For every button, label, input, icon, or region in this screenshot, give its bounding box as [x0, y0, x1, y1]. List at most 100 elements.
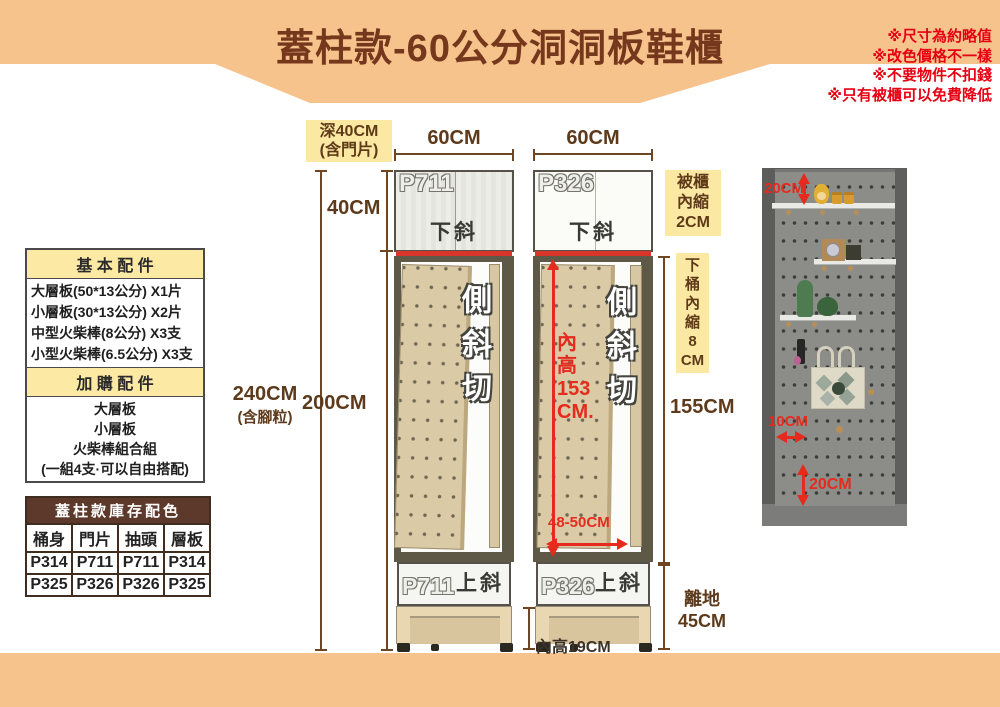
color-table-row-1: P314 P711 P711 P314 [27, 551, 209, 573]
section-dim-tick [380, 250, 393, 252]
shelf-peg [786, 322, 791, 327]
right-drawer-slant-label: 上斜 [595, 572, 643, 595]
left-drawer-color-code: P711 [402, 573, 455, 599]
left-side-cut-label: 側斜切 [457, 284, 490, 416]
product-photo: 20CM 10CM 20CM [762, 168, 907, 526]
cell: P325 [163, 575, 209, 595]
clock-face [826, 243, 840, 257]
depth-line-2: (含門片) [319, 142, 379, 159]
cabinet-foot [500, 643, 513, 652]
right-drawer-color-code: P326 [541, 573, 595, 599]
hanging-peg [868, 389, 874, 395]
color-table-row-2: P325 P326 P326 P325 [27, 573, 209, 595]
basic-item-1: 大層板(50*13公分) X1片 [31, 283, 182, 299]
section-height-dim-line [381, 170, 393, 651]
cell: P711 [71, 553, 117, 573]
back-inset-line-2: 內縮 [676, 194, 709, 211]
addon-accessories-list: 大層板 小層板 火柴棒組合組 (一組4支·可以自由搭配) [27, 397, 203, 481]
accessories-box: 基 本 配 件 大層板(50*13公分) X1片 小層板(30*13公分) X2… [25, 248, 205, 483]
left-cabinet-base [396, 606, 512, 644]
bottom-inner-height-label: 內高19CM [536, 639, 611, 656]
addon-item-1: 大層板 [94, 401, 136, 417]
left-base-recess [410, 616, 500, 644]
cabinet-foot [431, 644, 439, 651]
bottom-inset-char: 桶 [684, 276, 700, 293]
bottom-inset-char: CM [680, 352, 705, 369]
mid-right-dim: 155CM [670, 396, 735, 418]
left-width-dim-line [394, 149, 514, 161]
cabinet-foot [570, 644, 578, 651]
basic-item-4: 小型火柴棒(6.5公分) X3支 [31, 346, 193, 362]
cell: P325 [30, 576, 68, 593]
header-band [0, 0, 1000, 64]
pooh-figurine [814, 184, 829, 204]
bottom-inset-char: 內 [684, 295, 700, 312]
left-drawer-slant-label: 上斜 [456, 572, 504, 595]
bottom-inset-label: 下 桶 內 縮 8 CM [676, 253, 709, 373]
pegboard-shelf [772, 203, 895, 209]
cabinet-foot [397, 643, 410, 652]
clock-cube [822, 239, 845, 261]
ground-clearance-line-1: 離地 [684, 589, 720, 609]
total-height-value: 240CM [232, 383, 298, 405]
left-width-dim: 60CM [427, 127, 481, 149]
inner-height-char-2: 高 [557, 355, 577, 377]
shelf-peg [820, 210, 825, 215]
col-body: 桶身 [32, 532, 65, 549]
cactus-round [817, 297, 838, 316]
photo-right-wall [895, 168, 907, 526]
col-shelf: 層板 [163, 525, 209, 551]
note-line-4: ※只有被櫃可以免費降低 [827, 86, 992, 104]
ground-clearance-label: 離地 45CM [672, 588, 732, 632]
left-side-panel [489, 264, 500, 548]
inner-height-label: 內 高 153 CM. [557, 332, 594, 424]
right-cabinet-top-doors: P326 下斜 [533, 170, 653, 252]
photo-top-gap-arrow [798, 173, 810, 205]
mid-height-dim: 200CM [302, 392, 367, 414]
bag-handle [817, 346, 834, 370]
bottom-inner-height-line [523, 607, 535, 650]
honey-pot [832, 192, 842, 204]
inner-width-label: 48-50CM [548, 514, 610, 531]
basic-item-3: 中型火柴棒(8公分) X3支 [31, 325, 182, 341]
depth-line-1: 深40CM [319, 123, 379, 140]
note-line-2: ※改色價格不一樣 [872, 47, 992, 65]
addon-accessories-header: 加 購 配 件 [27, 367, 203, 397]
left-red-seal-strip [396, 251, 512, 256]
inner-height-char-1: 內 [557, 332, 577, 354]
back-inset-label: 被櫃 內縮 2CM [665, 170, 721, 236]
bottom-inset-char: 8 [688, 333, 697, 350]
inner-height-unit: CM. [557, 401, 594, 423]
cabinet-foot [536, 643, 549, 652]
top-height-dim: 40CM [327, 197, 381, 219]
col-door: 門片 [71, 525, 117, 551]
photo-top-gap-label: 20CM [764, 180, 805, 197]
left-cabinet-drawer: P711 上斜 [397, 562, 511, 606]
color-table-header-row: 桶身 門片 抽頭 層板 [27, 523, 209, 551]
ground-clearance-line-2: 45CM [677, 611, 726, 631]
cabinet-foot [639, 643, 652, 652]
bag-handle [838, 346, 855, 370]
cell: P711 [117, 553, 163, 573]
pegboard-shelf [780, 315, 856, 321]
total-height-note: (含腳粒) [237, 409, 293, 426]
photo-left-wall [762, 168, 775, 508]
right-cabinet-base [535, 606, 651, 644]
basic-item-2: 小層板(30*13公分) X2片 [31, 304, 182, 320]
photo-bottom-gap-label: 20CM [809, 476, 852, 493]
depth-label: 深40CM (含門片) [306, 120, 392, 162]
inner-height-value: 153 [557, 378, 591, 400]
mid-right-dim-line [658, 256, 670, 564]
cell: P314 [163, 553, 209, 573]
right-red-seal-strip [535, 251, 651, 256]
disclaimer-notes: ※尺寸為約略值 ※改色價格不一樣 ※不要物件不扣錢 ※只有被櫃可以免費降低 [827, 27, 992, 105]
door-divider [595, 172, 596, 250]
note-line-1: ※尺寸為約略值 [887, 28, 992, 45]
addon-item-3: 火柴棒組合組 [73, 441, 157, 457]
bottom-inset-char: 縮 [684, 314, 700, 331]
bottom-inset-char: 下 [684, 257, 700, 274]
right-top-color-code: P326 [538, 170, 595, 197]
right-width-dim: 60CM [566, 127, 620, 149]
cell: P326 [117, 575, 163, 595]
pegboard-panel [775, 172, 895, 506]
